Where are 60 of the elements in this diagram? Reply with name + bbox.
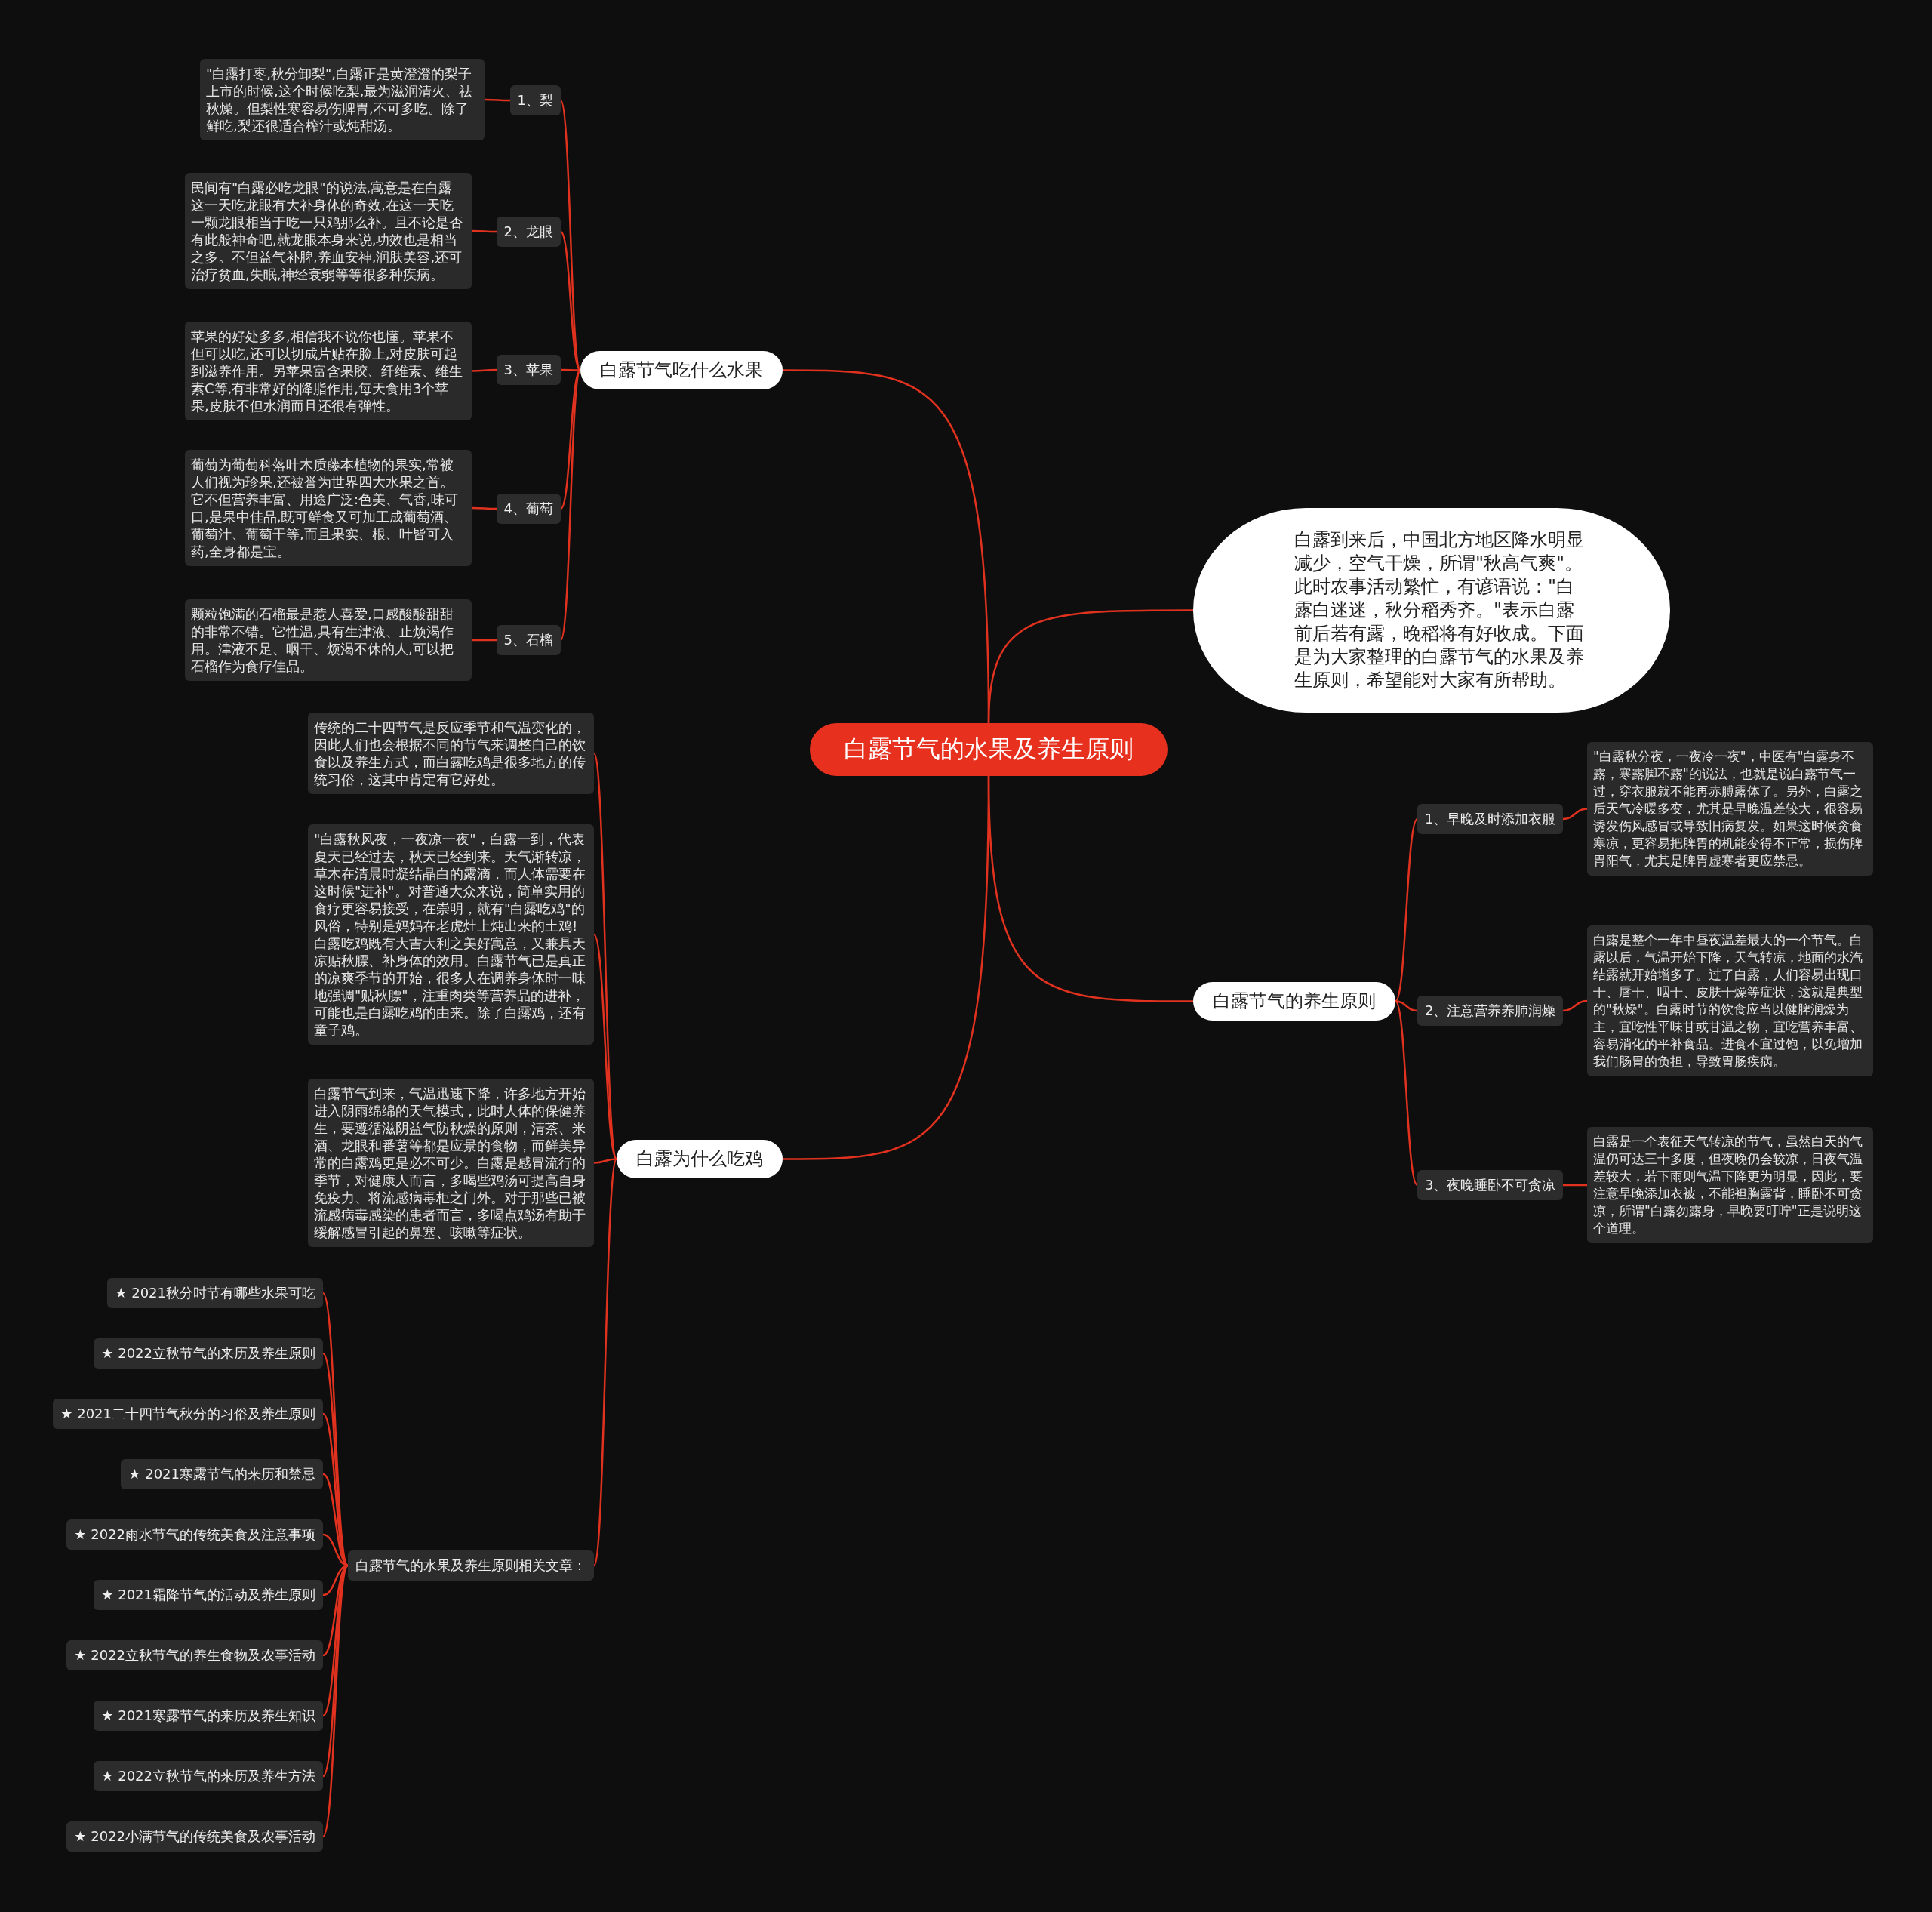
connector-line [472,506,497,510]
subtopic-tag: 4、葡萄 [496,494,561,524]
connector-line [472,639,497,642]
connector-line [322,1565,349,1716]
connector-line [1562,808,1588,821]
subtopic-tag: ★ 2021秋分时节有哪些水果可吃 [107,1278,323,1308]
connector-line [1563,1184,1587,1187]
connector-line [783,369,990,723]
subtopic-tag: ★ 2022雨水节气的传统美食及注意事项 [66,1519,323,1550]
connector-line [1394,818,1419,1002]
note-card: "白露打枣,秋分卸梨",白露正是黄澄澄的梨子上市的时候,这个时候吃梨,最为滋润清火、祛秋燥。但梨性寒容易伤脾胃,不可多吃。除了鲜吃,梨还很适合榨汁或炖甜汤。 [200,59,485,140]
topic-pill: 白露为什么吃鸡 [617,1140,783,1178]
note-card: 白露节气到来，气温迅速下降，许多地方开始进入阴雨绵绵的天气模式，此时人体的保健养生，要遵循滋阴益气防秋燥的原则，清茶、米酒、龙眼和番薯等都是应景的食物，而鲜美异常的白露鸡更是必不可少。白露是感冒流行的季节，对健康人而言，多喝些鸡汤可提高自身免疫力、将流感病毒柜之门外。对于那些已被流感病毒感染的患者而言，多喝点鸡汤有助于缓解感冒引起的鼻塞、咳嗽等症状。 [308,1079,594,1247]
topic-pill: 白露节气的养生原则 [1193,982,1395,1021]
subtopic-tag: 3、夜晚睡卧不可贪凉 [1417,1170,1564,1200]
connector-line [1562,999,1588,1012]
subtopic-tag: 1、早晚及时添加衣服 [1417,804,1564,834]
connector-line [561,368,580,371]
note-card: 葡萄为葡萄科落叶木质藤本植物的果实,常被人们视为珍果,还被誉为世界四大水果之首。它不但营养丰富、用途广泛:色美、气香,味可口,是果中佳品,既可鲜食又可加工成葡萄酒、葡萄汁、葡萄干等,而且果实、根、叶皆可入药,全身都是宝。 [185,450,472,566]
subtopic-tag: 3、苹果 [496,355,561,385]
subtopic-tag: ★ 2021寒露节气的来历及养生知识 [94,1701,323,1731]
subtopic-tag: ★ 2021霜降节气的活动及养生原则 [94,1580,323,1610]
note-card: 白露是一个表征天气转凉的节气，虽然白天的气温仍可达三十多度，但夜晚仍会较凉，日夜气温差较大，若下雨则气温下降更为明显，因此，要注意早晚添加衣被，不能袒胸露背，睡卧不可贪凉，所谓"白露勿露身，早晚要叮咛"正是说明这个道理。 [1587,1127,1873,1243]
connector-line [593,1158,617,1164]
connector-line [1394,1000,1419,1186]
connector-line [559,100,582,371]
note-card: "白露秋风夜，一夜凉一夜"，白露一到，代表夏天已经过去，秋天已经到来。天气渐转凉，草木在清晨时凝结晶白的露滴，而人体需要在这时候"进补"。对普通大众来说，简单实用的食疗更容易接受，在崇明，就有"白露吃鸡"的风俗，特别是妈妈在老虎灶上炖出来的土鸡!白露吃鸡既有大吉大利之美好寓意，又兼具天凉贴秋膘、补身体的效用。白露节气已是真正的凉爽季节的开始，很多人在调养身体时一味地强调"贴秋膘"，注重肉类等营养品的进补，可能也是白露吃鸡的由来。除了白露鸡，还有童子鸡。 [308,824,594,1045]
subtopic-tag: ★ 2021二十四节气秋分的习俗及养生原则 [53,1399,323,1429]
note-card: 传统的二十四节气是反应季节和气温变化的，因此人们也会根据不同的节气来调整自己的饮食以及养生方式，而白露吃鸡是很多地方的传统习俗，这其中肯定有它好处。 [308,713,594,794]
subtopic-tag: ★ 2022立秋节气的来历及养生方法 [94,1761,323,1791]
connector-line [321,1565,349,1777]
note-card: "白露秋分夜，一夜冷一夜"，中医有"白露身不露，寒露脚不露"的说法，也就是说白露节气一过，穿衣服就不能再赤膊露体了。另外，白露之后天气冷暖多变，尤其是早晚温差较大，很容易诱发伤风感冒或导致旧病复发。如果这时候贪食寒凉，更容易把脾胃的机能变得不正常，损伤脾胃阳气，尤其是脾胃虚寒者更应禁忌。 [1587,742,1873,876]
central-topic: 白露节气的水果及养生原则 [810,723,1168,776]
note-card: 苹果的好处多多,相信我不说你也懂。苹果不但可以吃,还可以切成片贴在脸上,对皮肤可起到滋养作用。另苹果富含果胶、纤维素、维生素C等,有非常好的降脂作用,每天食用3个苹果,皮肤不但水润而且还很有弹性。 [185,322,472,420]
connector-line [592,934,618,1160]
subtopic-tag: 1、梨 [509,85,561,115]
subtopic-tag: 5、石榴 [496,625,561,655]
connector-line [472,368,497,372]
connector-line [485,98,510,102]
subtopic-tag: ★ 2022立秋节气的养生食物及农事活动 [66,1640,323,1670]
topic-pill: 白露节气吃什么水果 [580,351,783,389]
connector-line [592,1159,618,1566]
connector-line [472,229,497,233]
subtopic-tag: 2、注意营养养肺润燥 [1417,996,1564,1026]
connector-line [559,370,582,641]
subtopic-tag: ★ 2022小满节气的传统美食及农事活动 [66,1821,323,1852]
note-card: 颗粒饱满的石榴最是惹人喜爱,口感酸酸甜甜的非常不错。它性温,具有生津液、止烦渴作用。津液不足、咽干、烦渴不休的人,可以把石榴作为食疗佳品。 [185,599,472,681]
note-card: 民间有"白露必吃龙眼"的说法,寓意是在白露这一天吃龙眼有大补身体的奇效,在这一天吃一颗龙眼相当于吃一只鸡那么补。且不论是否有此般神奇吧,就龙眼本身来说,功效也是相当之多。不但益气补脾,养血安神,润肤美容,还可治疗贫血,失眠,神经衰弱等等很多种疾病。 [185,173,472,289]
subtopic-tag: 2、龙眼 [496,217,561,247]
connector-line [321,1565,349,1837]
connector-line [560,369,581,510]
connector-line [321,1353,349,1566]
note-card: 白露是整个一年中昼夜温差最大的一个节气。白露以后，气温开始下降，天气转凉，地面的水汽结露就开始增多了。过了白露，人们容易出现口干、唇干、咽干、皮肤干燥等症状，这就是典型的"秋燥"。白露时节的饮食应当以健脾润燥为主，宜吃性平味甘或甘温之物，宜吃营养丰富、容易消化的平补食品。进食不宜过饱，以免增加我们肠胃的负担，导致胃肠疾病。 [1587,925,1873,1076]
subtopic-tag: 白露节气的水果及养生原则相关文章： [348,1550,594,1581]
intro-bubble: 白露到来后，中国北方地区降水明显减少，空气干燥，所谓"秋高气爽"。此时农事活动繁忙，有谚语说："白露白迷迷，秋分稻秀齐。"表示白露前后若有露，晚稻将有好收成。下面是为大家整理的白露节气的水果及养生原则，希望能对大家有所帮助。 [1193,508,1670,713]
connector-line [1395,1000,1418,1012]
connector-line [987,775,1193,1002]
connector-line [560,231,581,371]
subtopic-tag: ★ 2021寒露节气的来历和禁忌 [121,1459,323,1489]
subtopic-tag: ★ 2022立秋节气的来历及养生原则 [94,1338,323,1369]
